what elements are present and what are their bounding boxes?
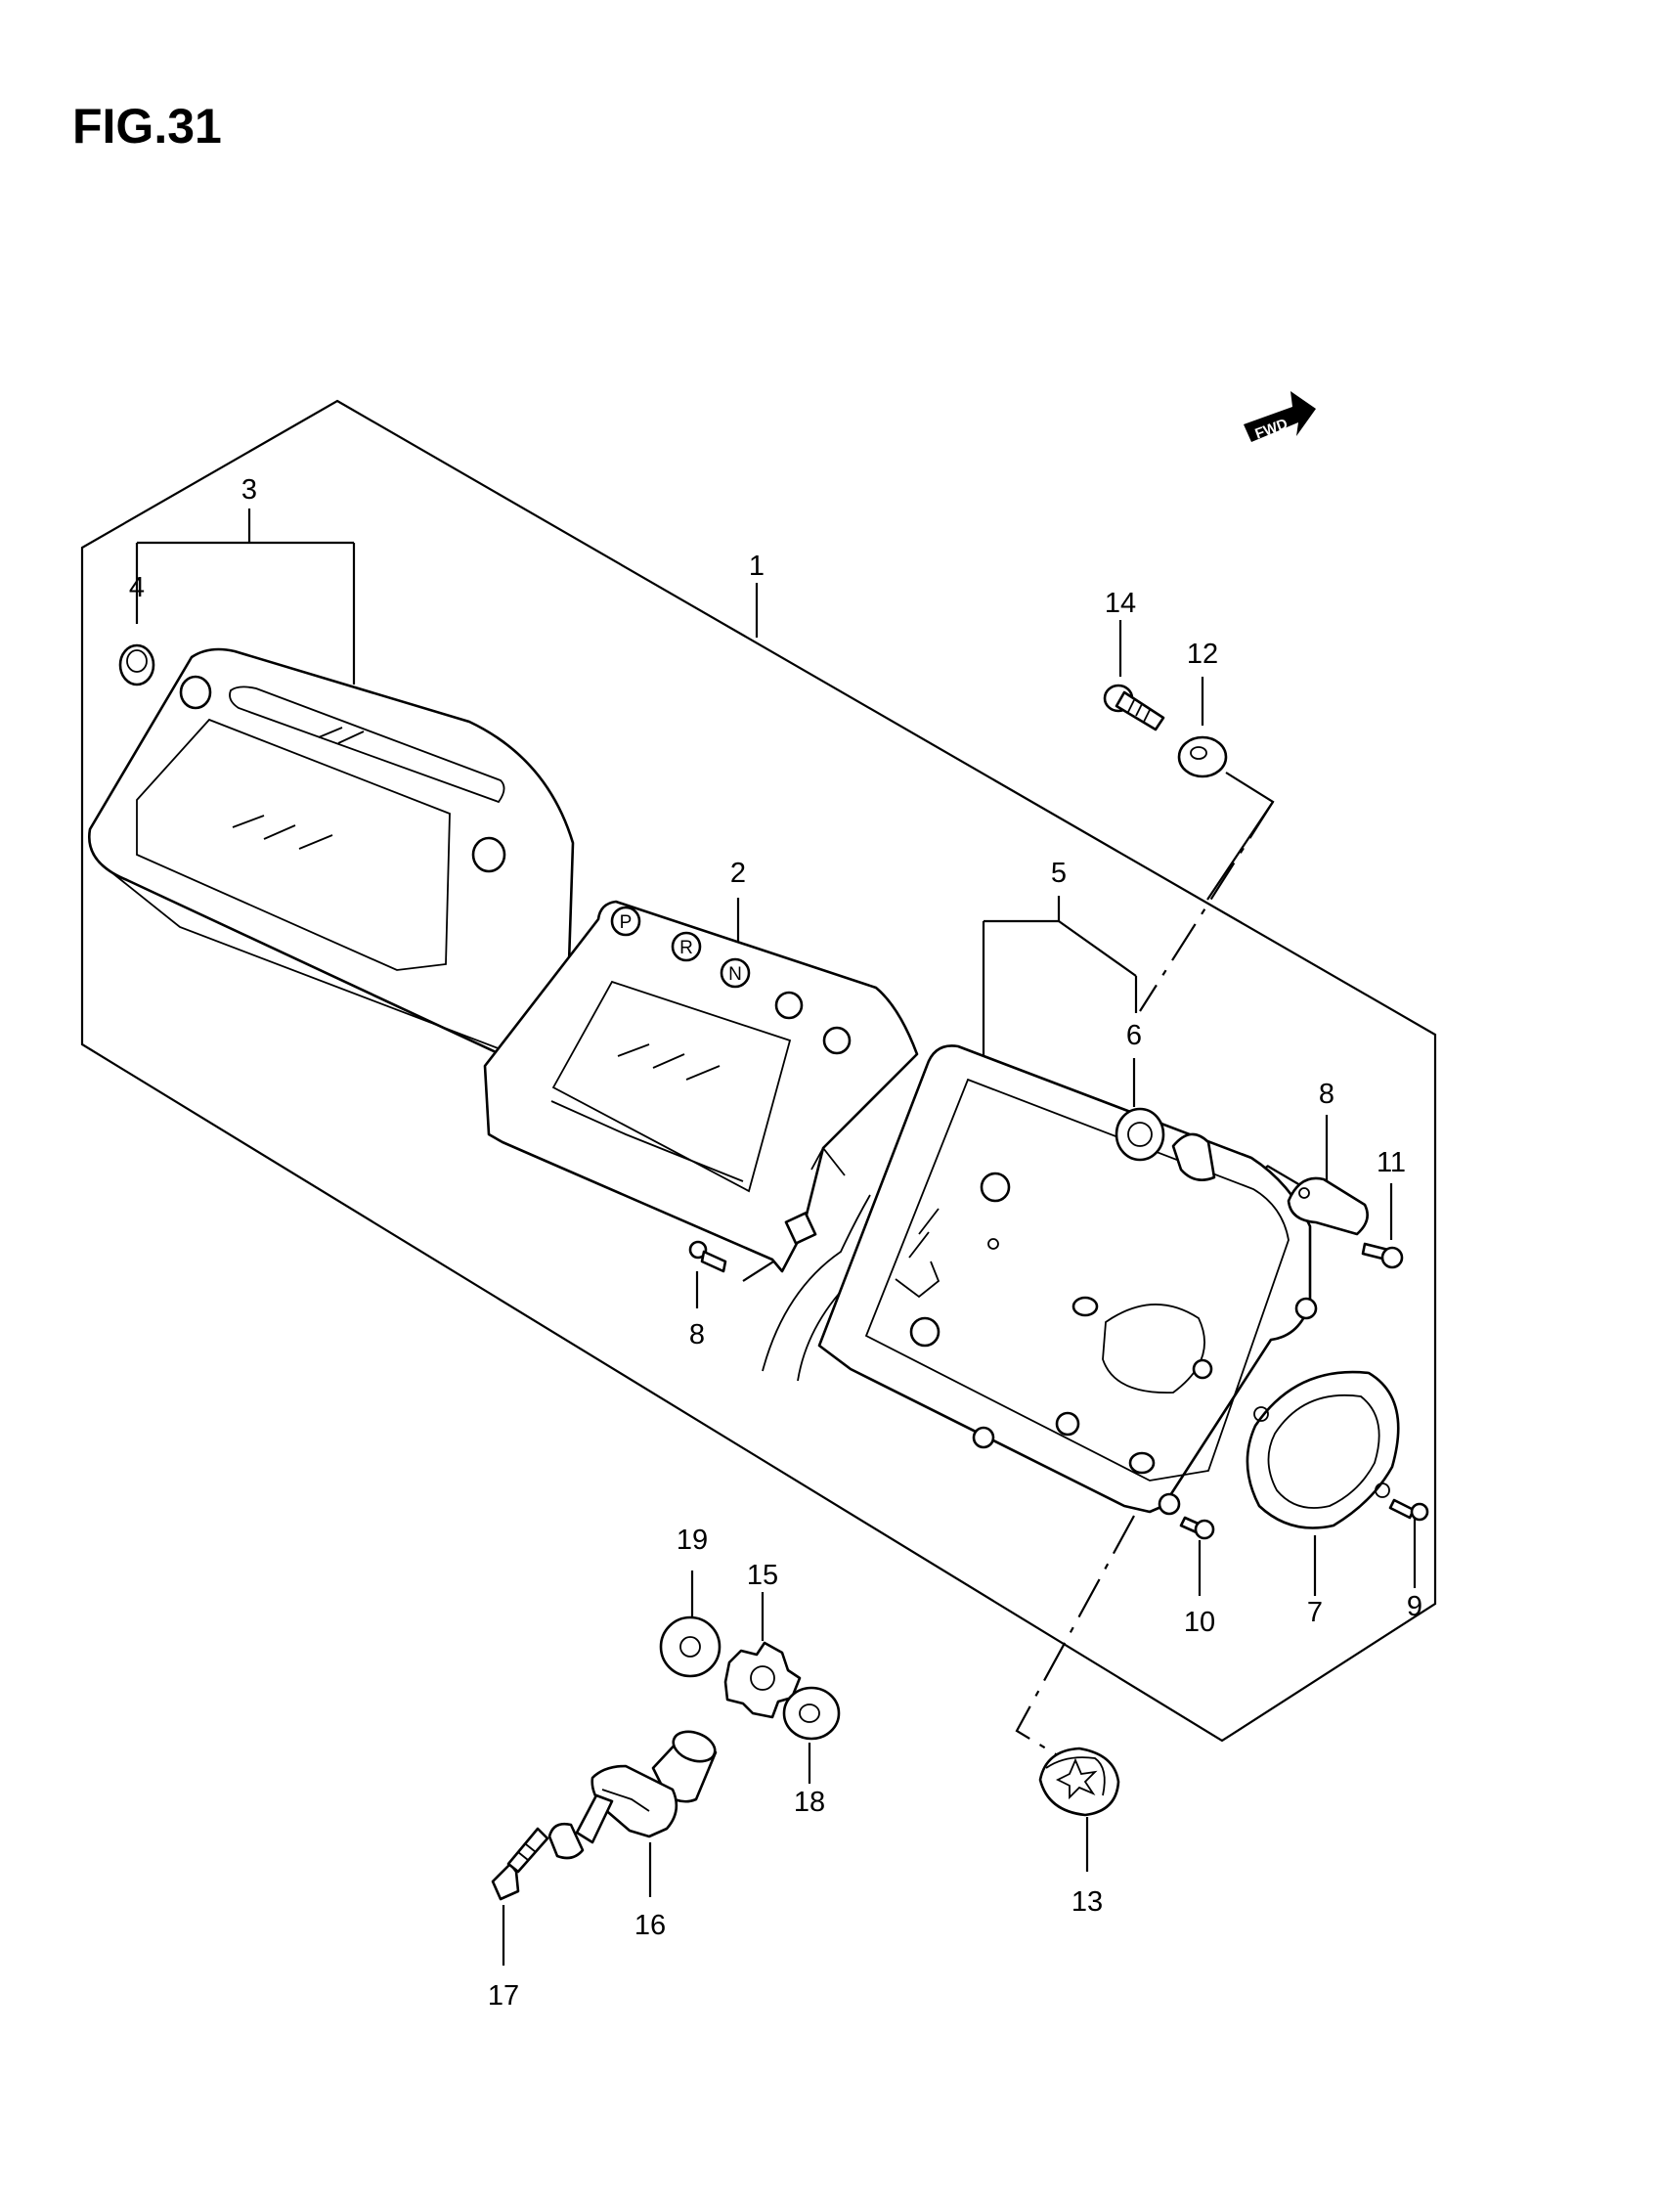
callout-14: 14 [1105,588,1136,619]
indicator-n: N [720,957,751,989]
speed-sensor-part-16 [547,1730,718,1860]
callout-5: 5 [1051,858,1067,889]
callout-8-lower: 8 [689,1319,705,1350]
callout-9: 9 [1407,1591,1422,1622]
callout-15: 15 [747,1560,778,1591]
grommet-part-13 [1038,1747,1120,1817]
callout-8-upper: 8 [1319,1079,1334,1110]
callout-12: 12 [1187,639,1218,670]
center-lines [742,801,1274,1761]
screw-part-9 [1388,1498,1429,1522]
plug-part-4 [118,643,155,686]
callout-13: 13 [1072,1886,1103,1918]
callout-1: 1 [749,551,765,582]
screw-part-14 [1103,684,1165,731]
indicator-n-label: N [728,964,742,985]
assembly-outline [80,399,1437,1743]
callout-6: 6 [1126,1020,1142,1051]
indicator-panel-part-2: P R N [483,900,919,1273]
callout-10: 10 [1184,1607,1215,1638]
callout-3: 3 [241,474,257,506]
washer-part-19 [659,1615,722,1678]
meter-cover-part-3 [87,647,575,1061]
indicator-r-label: R [679,938,693,958]
callout-2: 2 [730,858,746,889]
callout-19: 19 [677,1525,708,1556]
callout-17: 17 [488,1980,519,2012]
callout-7: 7 [1307,1597,1323,1628]
clip-part-8-upper [1287,1176,1369,1236]
callout-18: 18 [794,1787,825,1818]
indicator-p: P [610,906,641,937]
fwd-direction-icon: FWD [1244,391,1316,443]
grommet-part-12 [1177,735,1228,778]
bolt-part-17 [491,1827,549,1901]
callout-4: 4 [129,572,145,603]
callout-labels: 1 2 3 4 5 6 7 8 8 9 10 11 12 13 14 15 16… [129,474,1422,2012]
screw-part-10 [1179,1516,1215,1540]
indicator-p-label: P [620,912,633,933]
callout-11: 11 [1377,1147,1406,1178]
indicator-fuel-icon [822,1026,852,1055]
callout-16: 16 [634,1910,666,1941]
screw-part-8-lower [688,1240,727,1273]
figure-title: FIG.31 [72,99,222,154]
gasket-part-7 [1246,1370,1400,1529]
indicator-r: R [671,931,702,962]
meter-case-part-5 [817,1044,1318,1516]
washer-part-18 [782,1686,841,1741]
screw-part-11 [1361,1242,1404,1269]
grommet-part-6 [1115,1107,1216,1181]
indicator-lamp-icon [774,991,804,1020]
